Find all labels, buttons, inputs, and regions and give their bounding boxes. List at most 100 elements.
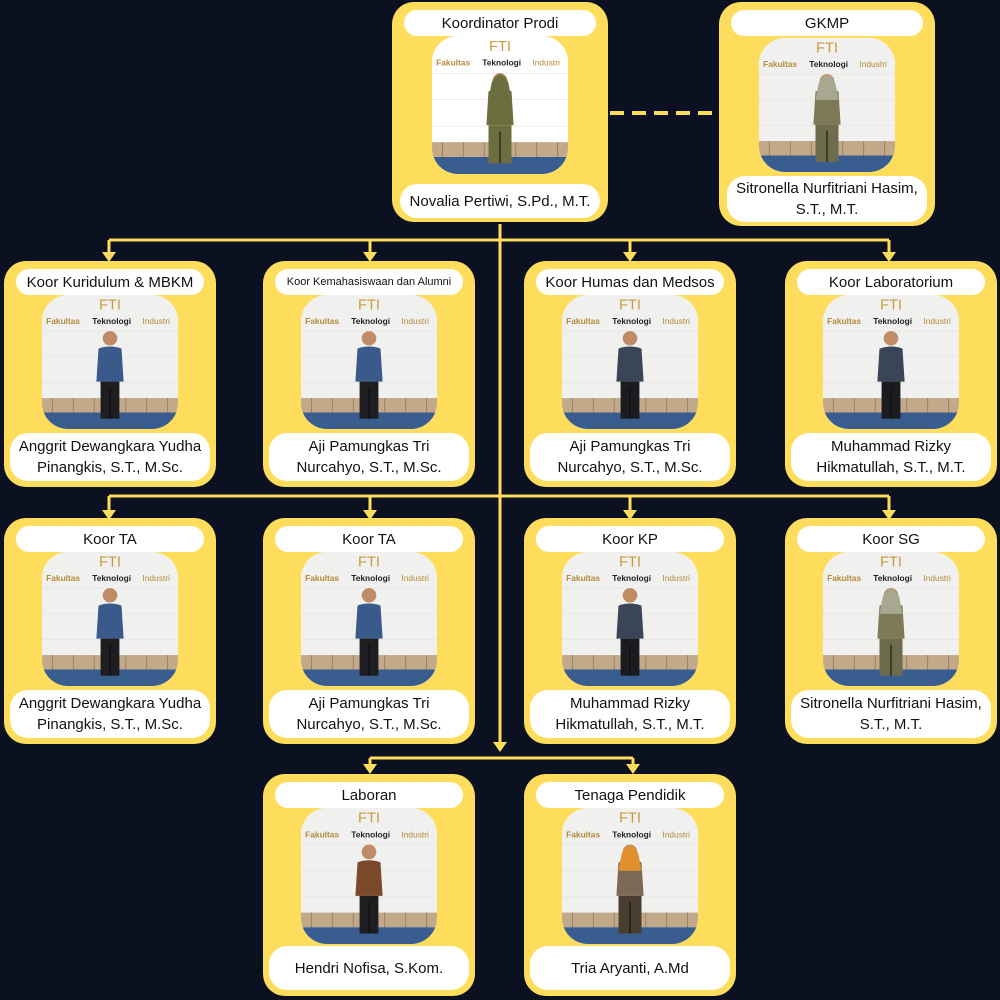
card-row1-3: Koor Humas dan Medsos FTI Fakultas Tekno… bbox=[524, 261, 736, 487]
svg-text:FTI: FTI bbox=[880, 298, 902, 314]
svg-text:Fakultas: Fakultas bbox=[46, 573, 80, 583]
person-name: Aji Pamungkas Tri Nurcahyo, S.T., M.Sc. bbox=[530, 433, 730, 481]
svg-text:Teknologi: Teknologi bbox=[482, 58, 521, 68]
svg-text:Teknologi: Teknologi bbox=[873, 316, 912, 326]
svg-text:Industri: Industri bbox=[662, 316, 690, 326]
svg-text:Industri: Industri bbox=[142, 316, 170, 326]
svg-text:Industri: Industri bbox=[662, 573, 690, 583]
photo-frame: FTI Fakultas Teknologi Industri bbox=[301, 808, 437, 944]
photo-frame: FTI Fakultas Teknologi Industri bbox=[823, 295, 959, 429]
person-photo: FTI Fakultas Teknologi Industri bbox=[301, 295, 437, 429]
svg-text:FTI: FTI bbox=[358, 555, 380, 571]
svg-text:Fakultas: Fakultas bbox=[827, 573, 861, 583]
svg-text:Teknologi: Teknologi bbox=[612, 829, 651, 839]
role-label: Koor SG bbox=[797, 526, 985, 552]
card-gkmp: GKMP FTI Fakultas Teknologi Industri Sit… bbox=[719, 2, 935, 226]
person-name: Anggrit Dewangkara Yudha Pinangkis, S.T.… bbox=[10, 690, 210, 738]
svg-text:FTI: FTI bbox=[99, 298, 121, 314]
person-name: Muhammad Rizky Hikmatullah, S.T., M.T. bbox=[530, 690, 730, 738]
photo-frame: FTI Fakultas Teknologi Industri bbox=[301, 552, 437, 686]
svg-text:FTI: FTI bbox=[619, 298, 641, 314]
person-photo: FTI Fakultas Teknologi Industri bbox=[42, 295, 178, 429]
svg-text:Fakultas: Fakultas bbox=[436, 58, 470, 68]
photo-frame: FTI Fakultas Teknologi Industri bbox=[759, 38, 895, 172]
svg-text:Teknologi: Teknologi bbox=[612, 573, 651, 583]
person-name: Sitronella Nurfitriani Hasim, S.T., M.T. bbox=[727, 176, 927, 222]
person-photo: FTI Fakultas Teknologi Industri bbox=[823, 295, 959, 429]
card-row1-4: Koor Laboratorium FTI Fakultas Teknologi… bbox=[785, 261, 997, 487]
person-photo: FTI Fakultas Teknologi Industri bbox=[301, 808, 437, 944]
svg-text:Industri: Industri bbox=[401, 573, 429, 583]
svg-text:Teknologi: Teknologi bbox=[809, 59, 848, 69]
person-photo: FTI Fakultas Teknologi Industri bbox=[562, 295, 698, 429]
role-label: Laboran bbox=[275, 782, 463, 808]
svg-text:Fakultas: Fakultas bbox=[763, 59, 797, 69]
svg-text:Fakultas: Fakultas bbox=[305, 829, 339, 839]
svg-text:Fakultas: Fakultas bbox=[305, 573, 339, 583]
svg-text:FTI: FTI bbox=[816, 41, 838, 57]
person-name: Novalia Pertiwi, S.Pd., M.T. bbox=[400, 184, 600, 218]
person-photo: FTI Fakultas Teknologi Industri bbox=[823, 552, 959, 686]
person-photo: FTI Fakultas Teknologi Industri bbox=[301, 552, 437, 686]
person-photo: FTI Fakultas Teknologi Industri bbox=[562, 808, 698, 944]
photo-frame: FTI Fakultas Teknologi Industri bbox=[42, 295, 178, 429]
svg-text:Industri: Industri bbox=[923, 316, 951, 326]
svg-text:FTI: FTI bbox=[880, 555, 902, 571]
photo-frame: FTI Fakultas Teknologi Industri bbox=[562, 295, 698, 429]
photo-frame: FTI Fakultas Teknologi Industri bbox=[823, 552, 959, 686]
svg-text:Industri: Industri bbox=[532, 58, 560, 68]
role-label: Koor TA bbox=[16, 526, 204, 552]
svg-text:Industri: Industri bbox=[859, 59, 887, 69]
svg-text:Fakultas: Fakultas bbox=[305, 316, 339, 326]
person-name: Hendri Nofisa, S.Kom. bbox=[269, 946, 469, 990]
svg-text:Fakultas: Fakultas bbox=[46, 316, 80, 326]
svg-text:Teknologi: Teknologi bbox=[612, 316, 651, 326]
svg-text:Industri: Industri bbox=[142, 573, 170, 583]
card-row3-2: Tenaga Pendidik FTI Fakultas Teknologi I… bbox=[524, 774, 736, 996]
photo-frame: FTI Fakultas Teknologi Industri bbox=[432, 36, 568, 174]
svg-text:Teknologi: Teknologi bbox=[92, 316, 131, 326]
role-label: Koor Humas dan Medsos bbox=[536, 269, 724, 295]
svg-text:Fakultas: Fakultas bbox=[566, 316, 600, 326]
role-label: Koor Kemahasiswaan dan Alumni bbox=[275, 269, 463, 295]
svg-text:FTI: FTI bbox=[619, 555, 641, 571]
svg-text:FTI: FTI bbox=[99, 555, 121, 571]
svg-text:Industri: Industri bbox=[923, 573, 951, 583]
svg-text:FTI: FTI bbox=[619, 811, 641, 827]
card-row2-1: Koor TA FTI Fakultas Teknologi Industri … bbox=[4, 518, 216, 744]
person-photo: FTI Fakultas Teknologi Industri bbox=[562, 552, 698, 686]
card-row2-2: Koor TA FTI Fakultas Teknologi Industri … bbox=[263, 518, 475, 744]
svg-text:Fakultas: Fakultas bbox=[827, 316, 861, 326]
svg-text:FTI: FTI bbox=[358, 298, 380, 314]
svg-text:Industri: Industri bbox=[401, 829, 429, 839]
person-photo: FTI Fakultas Teknologi Industri bbox=[432, 36, 568, 174]
photo-frame: FTI Fakultas Teknologi Industri bbox=[562, 808, 698, 944]
svg-text:Industri: Industri bbox=[662, 829, 690, 839]
photo-frame: FTI Fakultas Teknologi Industri bbox=[301, 295, 437, 429]
role-label: Koordinator Prodi bbox=[404, 10, 596, 36]
svg-text:Teknologi: Teknologi bbox=[873, 573, 912, 583]
person-name: Aji Pamungkas Tri Nurcahyo, S.T., M.Sc. bbox=[269, 433, 469, 481]
svg-text:Fakultas: Fakultas bbox=[566, 829, 600, 839]
svg-text:Industri: Industri bbox=[401, 316, 429, 326]
person-photo: FTI Fakultas Teknologi Industri bbox=[42, 552, 178, 686]
role-label: Koor KP bbox=[536, 526, 724, 552]
svg-text:FTI: FTI bbox=[358, 811, 380, 827]
role-label: GKMP bbox=[731, 10, 923, 36]
card-row1-2: Koor Kemahasiswaan dan Alumni FTI Fakult… bbox=[263, 261, 475, 487]
photo-frame: FTI Fakultas Teknologi Industri bbox=[562, 552, 698, 686]
svg-text:Teknologi: Teknologi bbox=[351, 573, 390, 583]
svg-text:Teknologi: Teknologi bbox=[92, 573, 131, 583]
person-name: Sitronella Nurfitriani Hasim, S.T., M.T. bbox=[791, 690, 991, 738]
person-name: Anggrit Dewangkara Yudha Pinangkis, S.T.… bbox=[10, 433, 210, 481]
svg-text:Teknologi: Teknologi bbox=[351, 316, 390, 326]
person-name: Muhammad Rizky Hikmatullah, S.T., M.T. bbox=[791, 433, 991, 481]
person-name: Aji Pamungkas Tri Nurcahyo, S.T., M.Sc. bbox=[269, 690, 469, 738]
card-row1-1: Koor Kuridulum & MBKM FTI Fakultas Tekno… bbox=[4, 261, 216, 487]
person-photo: FTI Fakultas Teknologi Industri bbox=[759, 38, 895, 172]
role-label: Koor Laboratorium bbox=[797, 269, 985, 295]
person-name: Tria Aryanti, A.Md bbox=[530, 946, 730, 990]
card-row2-4: Koor SG FTI Fakultas Teknologi Industri … bbox=[785, 518, 997, 744]
card-koordinator-prodi: Koordinator Prodi FTI Fakultas Teknologi… bbox=[392, 2, 608, 222]
